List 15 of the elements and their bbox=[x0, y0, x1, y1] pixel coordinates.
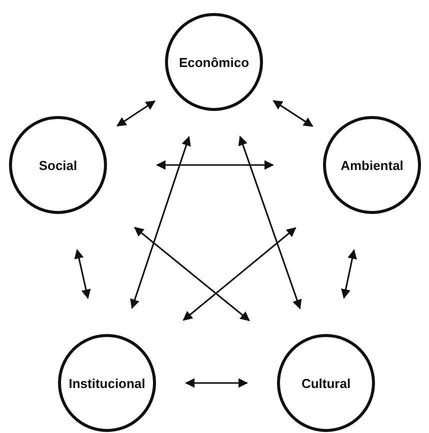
node-label: Cultural bbox=[301, 376, 351, 390]
node-label: Econômico bbox=[178, 54, 250, 70]
double-arrow bbox=[341, 249, 357, 299]
node-label: Social bbox=[38, 158, 78, 172]
double-arrow bbox=[134, 226, 250, 322]
node-label: Ambiental bbox=[340, 158, 404, 172]
double-arrow bbox=[74, 248, 91, 300]
double-arrow bbox=[156, 160, 274, 170]
double-arrow bbox=[272, 100, 314, 127]
double-arrow bbox=[116, 100, 156, 127]
double-arrow bbox=[130, 136, 191, 309]
double-arrow bbox=[182, 227, 296, 321]
double-arrow bbox=[185, 378, 248, 388]
node-label: Institucional bbox=[68, 376, 146, 390]
double-arrow bbox=[238, 136, 302, 310]
